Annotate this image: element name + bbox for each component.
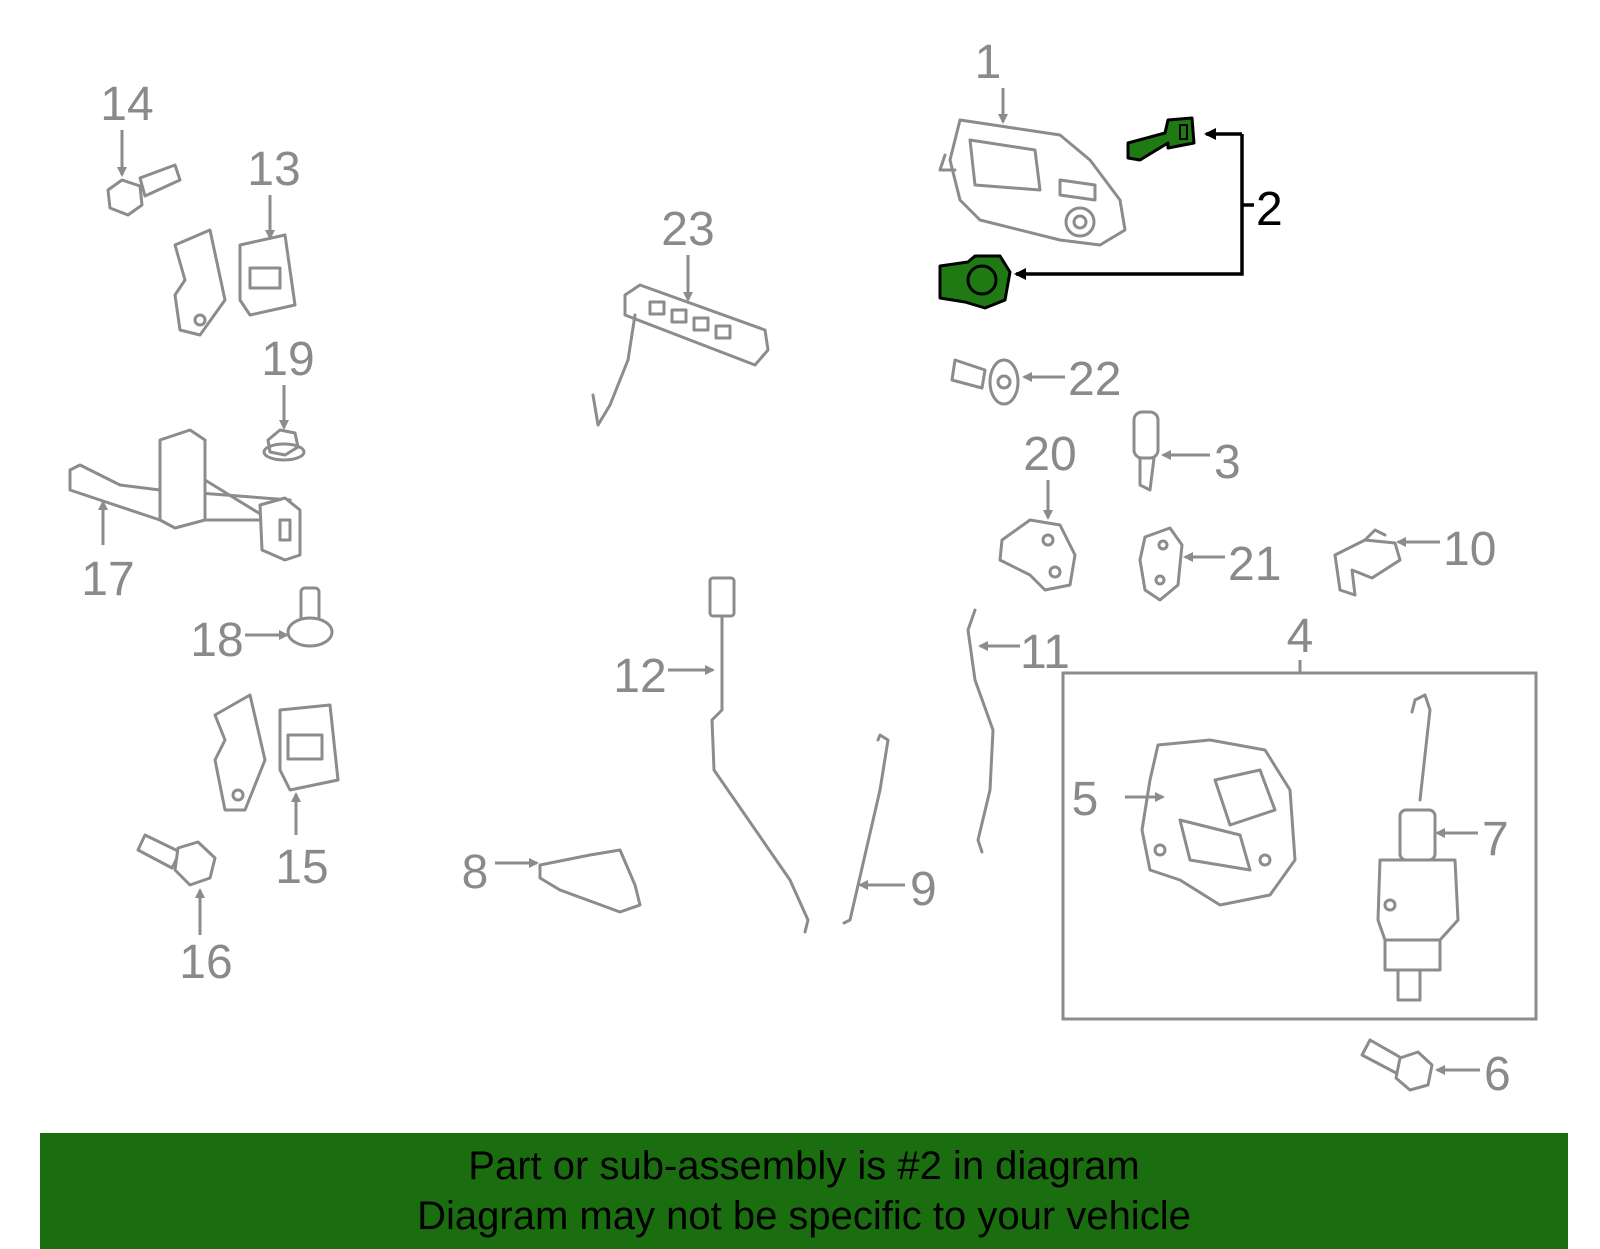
bracket-part-8 — [538, 848, 642, 914]
hinge-part-13 — [173, 228, 297, 337]
bolt-part-14 — [106, 163, 182, 217]
callout-5: 5 — [1072, 773, 1099, 826]
actuator-part-7 — [1376, 693, 1460, 1002]
clip-part-10 — [1333, 528, 1402, 597]
pin-part-3 — [1132, 410, 1160, 492]
callout-20: 20 — [1023, 428, 1076, 481]
callout-21: 21 — [1228, 538, 1281, 591]
info-banner: Part or sub-assembly is #2 in diagram Di… — [40, 1133, 1568, 1249]
parts-diagram: 1 2 22 3 20 21 1 — [68, 36, 1538, 1101]
bolt-part-18 — [286, 586, 334, 648]
banner-line-part-info: Part or sub-assembly is #2 in diagram — [468, 1144, 1140, 1188]
callout-16: 16 — [179, 936, 232, 989]
rod-part-11 — [966, 608, 995, 854]
callout-18: 18 — [190, 614, 243, 667]
callout-2: 2 — [1256, 183, 1283, 236]
rod-part-9 — [842, 733, 890, 925]
callout-15: 15 — [275, 841, 328, 894]
hinge-part-15 — [213, 693, 340, 812]
callout-8: 8 — [462, 846, 489, 899]
shim-part-21 — [1138, 526, 1184, 602]
bolt-part-6 — [1360, 1038, 1434, 1092]
callout-3: 3 — [1214, 436, 1241, 489]
nut-part-19 — [262, 428, 306, 462]
door-check-part-17 — [68, 428, 302, 562]
banner-line-disclaimer: Diagram may not be specific to your vehi… — [417, 1194, 1191, 1238]
cable-part-12 — [708, 576, 810, 934]
lock-cylinder-key-part-2 — [938, 116, 1196, 310]
latch-part-5 — [1140, 738, 1297, 907]
callout-22: 22 — [1068, 353, 1121, 406]
door-handle-part-1 — [938, 118, 1127, 247]
callout-19: 19 — [261, 333, 314, 386]
callout-9: 9 — [910, 863, 937, 916]
striker-part-20 — [998, 518, 1077, 592]
callout-6: 6 — [1484, 1048, 1511, 1101]
switch-part-23 — [591, 283, 770, 427]
callout-4: 4 — [1287, 610, 1314, 663]
callout-17: 17 — [81, 553, 134, 606]
callout-1: 1 — [975, 36, 1002, 89]
callout-10: 10 — [1443, 523, 1496, 576]
callout-14: 14 — [100, 78, 153, 131]
callout-12: 12 — [613, 650, 666, 703]
callout-11: 11 — [1020, 626, 1070, 679]
callout-7: 7 — [1482, 813, 1509, 866]
bolt-part-22 — [950, 358, 1020, 406]
callout-23: 23 — [661, 203, 714, 256]
bolt-part-16 — [136, 833, 217, 887]
assembly-box-part-4 — [1061, 671, 1538, 1021]
callout-13: 13 — [247, 143, 300, 196]
